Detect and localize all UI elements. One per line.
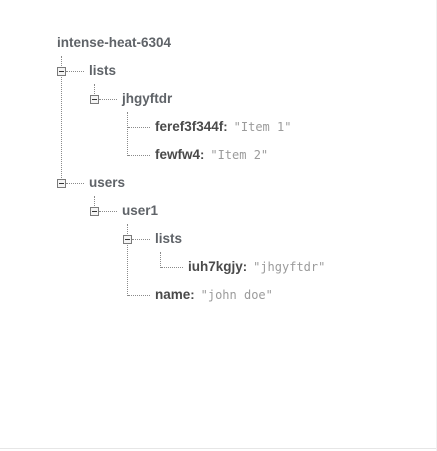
node-key: user1 [122, 203, 159, 218]
tree-connector [94, 84, 95, 96]
collapse-minus-icon[interactable] [123, 235, 132, 244]
leaf-key: iuh7kgjy [188, 259, 243, 274]
node-key: jhgyftdr [122, 91, 173, 106]
divider [0, 448, 437, 449]
tree-connector [127, 112, 128, 156]
tree-connector [66, 183, 84, 184]
collapse-minus-icon[interactable] [57, 179, 66, 188]
leaf-key: feref3f344f [155, 119, 224, 134]
tree-connector [61, 56, 62, 180]
tree-connector [160, 252, 161, 268]
tree-node-jhgyftdr[interactable]: jhgyftdr [122, 90, 172, 108]
tree-node-users[interactable]: users [89, 174, 125, 192]
tree-connector [99, 211, 117, 212]
leaf-key: fewfw4 [155, 147, 201, 162]
tree-leaf-name[interactable]: name:"john doe" [155, 287, 273, 302]
tree-connector [128, 295, 150, 296]
leaf-value[interactable]: "Item 1" [233, 120, 292, 134]
tree-connector [161, 267, 183, 268]
tree-node-user1[interactable]: user1 [122, 202, 158, 220]
node-key: users [89, 175, 126, 190]
node-key: lists [155, 231, 183, 246]
tree-connector [127, 224, 128, 296]
tree-leaf-item1[interactable]: feref3f344f:"Item 1" [155, 119, 292, 134]
tree-connector [94, 196, 95, 208]
leaf-value[interactable]: "john doe" [200, 288, 273, 302]
collapse-minus-icon[interactable] [90, 207, 99, 216]
tree-node-user1-lists[interactable]: lists [155, 230, 182, 248]
leaf-value[interactable]: "jhgyftdr" [253, 260, 326, 274]
collapse-minus-icon[interactable] [90, 95, 99, 104]
tree-leaf-item2[interactable]: fewfw4:"Item 2" [155, 147, 269, 162]
collapse-minus-icon[interactable] [57, 67, 66, 76]
tree-connector [128, 155, 150, 156]
tree-connector [132, 239, 150, 240]
tree-connector [99, 99, 117, 100]
node-key: lists [89, 63, 117, 78]
tree-node-lists[interactable]: lists [89, 62, 116, 80]
tree-leaf-iuh7kgjy[interactable]: iuh7kgjy:"jhgyftdr" [188, 259, 326, 274]
leaf-key: name [155, 287, 191, 302]
tree-connector [66, 71, 84, 72]
tree-connector [128, 127, 150, 128]
leaf-value[interactable]: "Item 2" [210, 148, 269, 162]
tree-root-label[interactable]: intense-heat-6304 [57, 35, 172, 50]
